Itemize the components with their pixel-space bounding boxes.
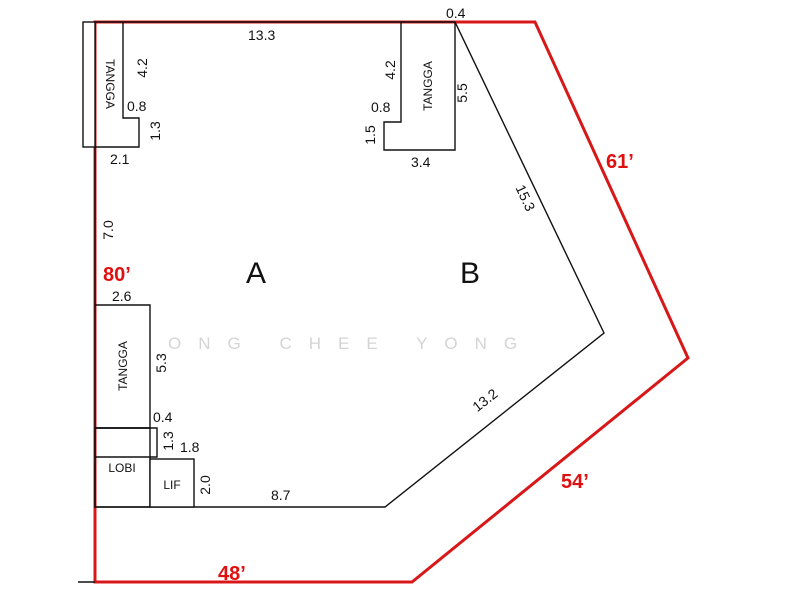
dim-top-wall: 13.3 <box>248 27 275 43</box>
watermark: ONG CHEE YONG <box>168 334 534 353</box>
dim-tr-step: 0.8 <box>371 99 391 115</box>
tangga-top-right-outline <box>383 22 456 151</box>
lobi-outline <box>95 427 158 458</box>
tangga-top-right-label: TANGGA <box>421 61 435 111</box>
zone-a-label: A <box>246 257 266 290</box>
dim-left-stair-width: 2.6 <box>112 288 132 304</box>
dim-tl-stair-height: 4.2 <box>134 58 150 78</box>
dim-lobi-notch: 1.3 <box>160 431 176 451</box>
dim-tl-step: 0.8 <box>127 98 147 114</box>
interior-outline <box>94 21 605 508</box>
dim-top-corner: 0.4 <box>446 5 466 21</box>
dim-diag-lower: 13.2 <box>469 385 500 415</box>
tangga-top-left-label: TANGGA <box>103 59 117 109</box>
zone-b-label: B <box>460 257 480 290</box>
tangga-top-left <box>82 21 96 148</box>
tangga-left-label: TANGGA <box>116 341 130 391</box>
dim-tr-side: 5.5 <box>454 83 470 103</box>
dim-left-stair-height: 5.3 <box>153 353 169 373</box>
lif-box <box>149 458 195 508</box>
dim-tr-notch: 1.5 <box>362 125 378 145</box>
dim-tl-notch: 1.3 <box>147 121 163 141</box>
dim-lif-height: 2.0 <box>197 475 213 495</box>
boundary-top-right-label: 61’ <box>606 151 634 173</box>
dim-left-wall: 7.0 <box>100 220 116 240</box>
dim-left-step: 0.4 <box>153 409 173 425</box>
dim-tr-stair-height: 4.2 <box>382 60 398 80</box>
dim-bottom-wall: 8.7 <box>271 487 291 503</box>
dim-tr-width: 3.4 <box>411 154 431 170</box>
boundary-bottom-label: 48’ <box>218 563 246 585</box>
lif-label: LIF <box>163 478 180 492</box>
boundary-bottom-right-label: 54’ <box>561 471 589 493</box>
dim-lobi-step: 1.8 <box>180 439 200 455</box>
lobi-label: LOBI <box>108 461 135 475</box>
dim-tl-width: 2.1 <box>110 151 130 167</box>
boundary-left-label: 80’ <box>103 264 131 286</box>
tangga-top-left-outline <box>95 22 140 148</box>
